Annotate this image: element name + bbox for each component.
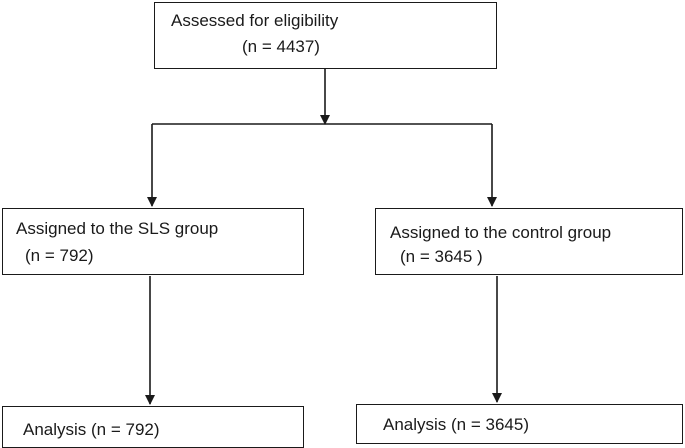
sls-group-box: Assigned to the SLS group (n = 792) [2,208,304,275]
control-group-count: (n = 3645 ) [400,247,483,266]
eligibility-box: Assessed for eligibility (n = 4437) [154,2,497,69]
sls-analysis-box: Analysis (n = 792) [2,406,304,448]
control-group-title: Assigned to the control group [390,223,612,242]
control-analysis-label: Analysis (n = 3645) [383,415,529,434]
control-analysis-box: Analysis (n = 3645) [356,404,683,444]
eligibility-title: Assessed for eligibility [171,11,339,30]
control-group-box: Assigned to the control group (n = 3645 … [375,208,683,275]
sls-group-count: (n = 792) [25,246,94,265]
sls-group-title: Assigned to the SLS group [16,219,219,238]
sls-analysis-label: Analysis (n = 792) [23,420,160,439]
eligibility-count: (n = 4437) [242,37,320,56]
